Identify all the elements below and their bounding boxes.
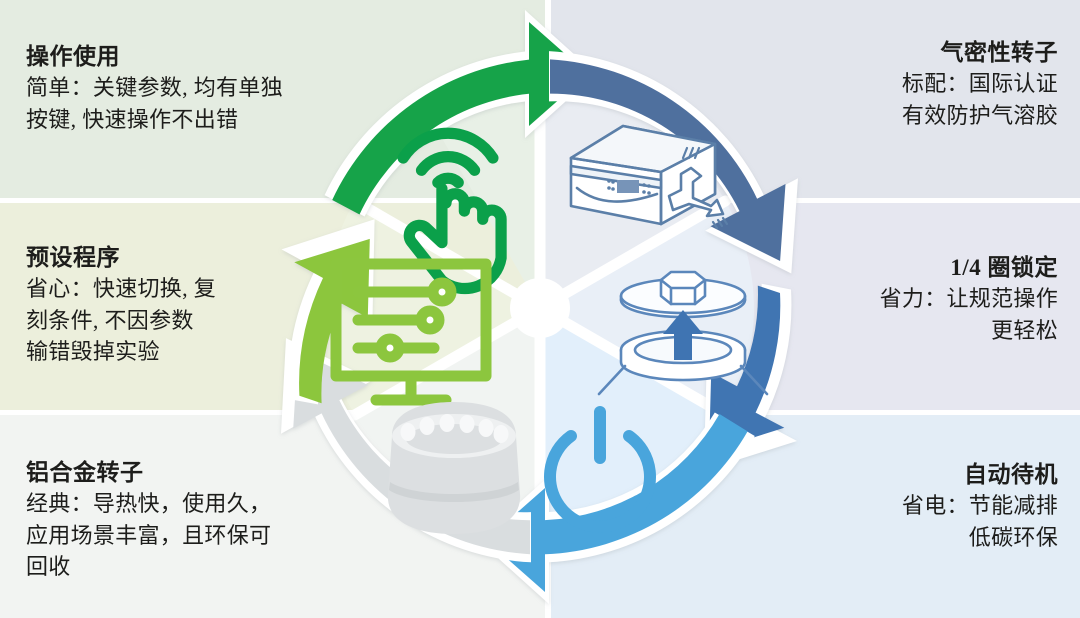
text-block-quarter-turn: 1/4 圈锁定 省力：让规范操作 更轻松 (728, 253, 1058, 346)
title-quarter-turn: 1/4 圈锁定 (950, 255, 1058, 280)
body-airtight-line-2: 有效防护气溶胶 (901, 102, 1058, 128)
body-standby-line-1: 省电：节能减排 (901, 493, 1058, 519)
title-operation: 操作使用 (26, 44, 120, 69)
body-rotor-alloy-line-1: 经典：导热快，使用久， (26, 491, 272, 517)
body-rotor-alloy-line-2: 应用场景丰富，且环保可 (26, 522, 272, 548)
centrifuge-machine-icon (569, 124, 729, 230)
benefits-wheel (250, 0, 830, 618)
wheel-hub (510, 278, 570, 338)
body-rotor-alloy-line-3: 回收 (26, 553, 71, 579)
text-block-rotor-alloy: 铝合金转子 经典：导热快，使用久， 应用场景丰富，且环保可 回收 (26, 458, 356, 582)
title-rotor-alloy: 铝合金转子 (26, 460, 144, 485)
rotor-lid-lock-icon (597, 270, 769, 396)
arrow-blue-dark-top-right (549, 51, 798, 274)
arrow-green-top-left (324, 10, 596, 217)
wheel-arrow-ring (281, 10, 798, 604)
monitor-sliders-icon (330, 258, 492, 406)
rotor-icon (387, 402, 521, 534)
text-block-airtight: 气密性转子 标配：国际认证 有效防护气溶胶 (728, 38, 1058, 131)
title-standby: 自动待机 (964, 462, 1058, 487)
body-operation-line-1: 简单：关键参数, 均有单独 (26, 75, 283, 101)
body-operation-line-2: 按键, 快速操作不出错 (26, 106, 239, 132)
body-quarter-turn-line-1: 省力：让规范操作 (879, 286, 1058, 312)
body-airtight-line-1: 标配：国际认证 (901, 71, 1058, 97)
text-block-preset: 预设程序 省心：快速切换, 复 刻条件, 不因参数 输错毁掉实验 (26, 243, 356, 367)
body-standby-line-2: 低碳环保 (968, 524, 1058, 550)
text-block-standby: 自动待机 省电：节能减排 低碳环保 (728, 460, 1058, 553)
body-preset-line-2: 刻条件, 不因参数 (26, 307, 194, 333)
title-airtight: 气密性转子 (940, 40, 1058, 65)
body-preset-line-1: 省心：快速切换, 复 (26, 276, 217, 302)
wedge-operation (433, 94, 540, 308)
power-standby-icon (544, 406, 656, 533)
arrow-blue-light-bottom (478, 412, 755, 604)
body-quarter-turn-line-2: 更轻松 (991, 317, 1058, 343)
body-preset-line-3: 输错毁掉实验 (26, 338, 160, 364)
title-preset: 预设程序 (26, 245, 120, 270)
text-block-operation: 操作使用 简单：关键参数, 均有单独 按键, 快速操作不出错 (26, 42, 356, 135)
